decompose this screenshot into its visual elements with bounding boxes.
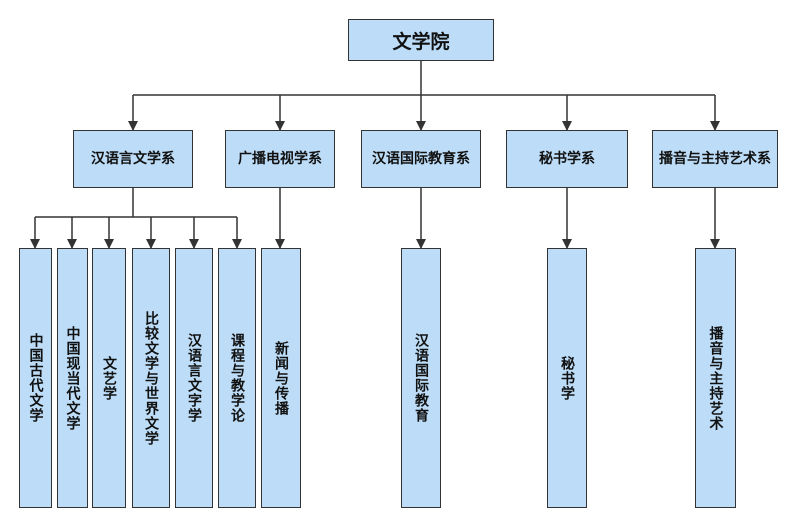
- sub-label: 文艺学: [101, 355, 117, 401]
- sub-literary-theory: 文艺学: [92, 248, 126, 508]
- sub-journalism-communication: 新闻与传播: [261, 248, 301, 508]
- sub-label: 秘书学: [559, 355, 575, 401]
- dept-international-chinese-education: 汉语国际教育系: [361, 130, 481, 188]
- dept-broadcasting-hosting-art: 播音与主持艺术系: [652, 130, 778, 188]
- root-label: 文学院: [392, 30, 450, 53]
- dept-label: 秘书学系: [539, 151, 595, 167]
- sub-ancient-chinese-literature: 中国古代文学: [19, 248, 52, 508]
- sub-comparative-world-literature: 比较文学与世界文学: [132, 248, 170, 508]
- dept-secretarial-studies: 秘书学系: [506, 130, 628, 188]
- sub-label: 中国古代文学: [27, 333, 44, 423]
- sub-label: 汉语国际教育: [413, 333, 429, 423]
- root-node: 文学院: [348, 19, 494, 61]
- sub-chinese-philology: 汉语言文字学: [175, 248, 213, 508]
- sub-label: 中国现当代文学: [64, 325, 81, 431]
- sub-label: 新闻与传播: [273, 340, 289, 416]
- sub-label: 汉语言文字学: [186, 333, 202, 423]
- dept-broadcasting-tv: 广播电视学系: [225, 130, 335, 188]
- sub-broadcasting-hosting-art: 播音与主持艺术: [695, 248, 736, 508]
- sub-label: 播音与主持艺术: [707, 325, 724, 431]
- sub-secretarial-studies: 秘书学: [547, 248, 587, 508]
- sub-label: 比较文学与世界文学: [143, 310, 159, 446]
- sub-curriculum-and-pedagogy: 课程与教学论: [218, 248, 256, 508]
- sub-modern-chinese-literature: 中国现当代文学: [57, 248, 88, 508]
- sub-international-chinese-education: 汉语国际教育: [401, 248, 441, 508]
- dept-chinese-language-literature: 汉语言文学系: [73, 130, 193, 188]
- dept-label: 播音与主持艺术系: [659, 151, 771, 167]
- dept-label: 广播电视学系: [238, 151, 322, 167]
- dept-label: 汉语国际教育系: [372, 151, 470, 167]
- dept-label: 汉语言文学系: [91, 151, 175, 167]
- sub-label: 课程与教学论: [229, 333, 245, 423]
